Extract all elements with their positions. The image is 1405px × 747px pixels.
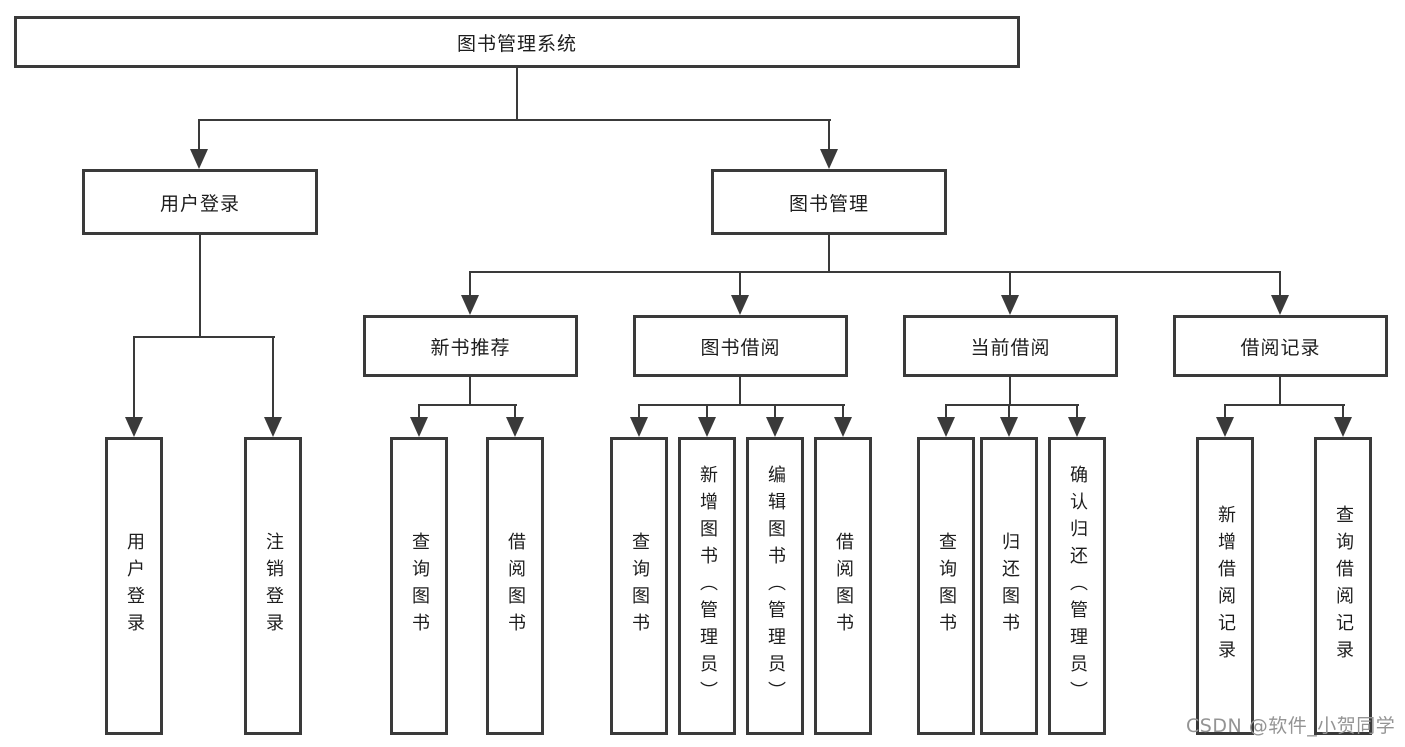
connector-line [1224, 404, 1345, 406]
arrow-down-icon [1334, 417, 1352, 437]
connector-line [828, 119, 830, 152]
leaf-edit-books-admin-label: 编辑图书（管理员） [765, 464, 786, 708]
leaf-borrow-books-recommend: 借阅图书 [486, 437, 544, 735]
leaf-query-books-recommend: 查询图书 [390, 437, 448, 735]
leaf-return-books-label: 归还图书 [999, 532, 1020, 640]
node-book-borrowing-label: 图书借阅 [700, 336, 781, 359]
connector-line [516, 68, 518, 120]
leaf-add-books-admin: 新增图书（管理员） [678, 437, 736, 735]
arrow-down-icon [834, 417, 852, 437]
leaf-add-borrow-record: 新增借阅记录 [1196, 437, 1254, 735]
leaf-borrow-books-recommend-label: 借阅图书 [505, 532, 526, 640]
leaf-user-login-label: 用户登录 [124, 532, 145, 640]
connector-line [133, 336, 135, 420]
arrow-down-icon [1000, 417, 1018, 437]
arrow-down-icon [461, 295, 479, 315]
node-current-borrowing-label: 当前借阅 [970, 336, 1051, 359]
node-root-label: 图书管理系统 [456, 32, 577, 55]
node-book-management: 图书管理 [711, 169, 947, 235]
connector-line [638, 404, 640, 421]
arrow-down-icon [410, 417, 428, 437]
arrow-down-icon [1068, 417, 1086, 437]
connector-line [739, 377, 741, 406]
connector-line [945, 404, 1079, 406]
node-new-book-recommend: 新书推荐 [363, 315, 578, 377]
leaf-borrow-books: 借阅图书 [814, 437, 872, 735]
arrow-down-icon [506, 417, 524, 437]
leaf-query-books-current: 查询图书 [917, 437, 975, 735]
connector-line [199, 235, 201, 337]
connector-line [1224, 404, 1226, 421]
connector-line [1009, 377, 1011, 406]
connector-line [774, 404, 776, 421]
leaf-query-borrow-record: 查询借阅记录 [1314, 437, 1372, 735]
connector-line [638, 404, 845, 406]
connector-line [1279, 271, 1281, 298]
node-borrowing-records-label: 借阅记录 [1240, 336, 1321, 359]
leaf-borrow-books-label: 借阅图书 [833, 532, 854, 640]
arrow-down-icon [190, 149, 208, 169]
node-current-borrowing: 当前借阅 [903, 315, 1118, 377]
leaf-query-books-borrowing: 查询图书 [610, 437, 668, 735]
arrow-down-icon [937, 417, 955, 437]
leaf-query-books-recommend-label: 查询图书 [409, 532, 430, 640]
leaf-query-books-current-label: 查询图书 [936, 532, 957, 640]
connector-line [706, 404, 708, 421]
connector-line [945, 404, 947, 421]
connector-line [514, 404, 516, 421]
node-borrowing-records: 借阅记录 [1173, 315, 1388, 377]
connector-line [1009, 271, 1011, 298]
arrow-down-icon [766, 417, 784, 437]
leaf-edit-books-admin: 编辑图书（管理员） [746, 437, 804, 735]
connector-line [1008, 404, 1010, 421]
node-user-login-label: 用户登录 [159, 192, 240, 215]
arrow-down-icon [1216, 417, 1234, 437]
leaf-confirm-return-admin-label: 确认归还（管理员） [1067, 464, 1088, 708]
arrow-down-icon [1001, 295, 1019, 315]
leaf-logout-label: 注销登录 [263, 532, 284, 640]
connector-line [133, 336, 275, 338]
leaf-query-books-borrowing-label: 查询图书 [629, 532, 650, 640]
leaf-add-borrow-record-label: 新增借阅记录 [1215, 505, 1236, 667]
arrow-down-icon [1271, 295, 1289, 315]
arrow-down-icon [820, 149, 838, 169]
connector-line [469, 271, 1281, 273]
arrow-down-icon [125, 417, 143, 437]
arrow-down-icon [698, 417, 716, 437]
node-new-book-recommend-label: 新书推荐 [430, 336, 511, 359]
leaf-logout: 注销登录 [244, 437, 302, 735]
connector-line [739, 271, 741, 298]
connector-line [1279, 377, 1281, 406]
connector-line [828, 235, 830, 273]
node-book-borrowing: 图书借阅 [633, 315, 848, 377]
connector-line [469, 271, 471, 298]
leaf-confirm-return-admin: 确认归还（管理员） [1048, 437, 1106, 735]
connector-line [418, 404, 420, 421]
connector-line [469, 377, 471, 406]
arrow-down-icon [630, 417, 648, 437]
watermark: CSDN @软件_小贺同学 [1186, 715, 1396, 737]
connector-line [418, 404, 517, 406]
node-book-management-label: 图书管理 [788, 192, 869, 215]
leaf-query-borrow-record-label: 查询借阅记录 [1333, 505, 1354, 667]
connector-line [1342, 404, 1344, 421]
connector-line [198, 119, 831, 121]
node-root: 图书管理系统 [14, 16, 1020, 68]
leaf-return-books: 归还图书 [980, 437, 1038, 735]
connector-line [272, 336, 274, 420]
connector-line [842, 404, 844, 421]
arrow-down-icon [731, 295, 749, 315]
leaf-add-books-admin-label: 新增图书（管理员） [697, 464, 718, 708]
leaf-user-login: 用户登录 [105, 437, 163, 735]
arrow-down-icon [264, 417, 282, 437]
node-user-login: 用户登录 [82, 169, 318, 235]
connector-line [1076, 404, 1078, 421]
connector-line [198, 119, 200, 152]
